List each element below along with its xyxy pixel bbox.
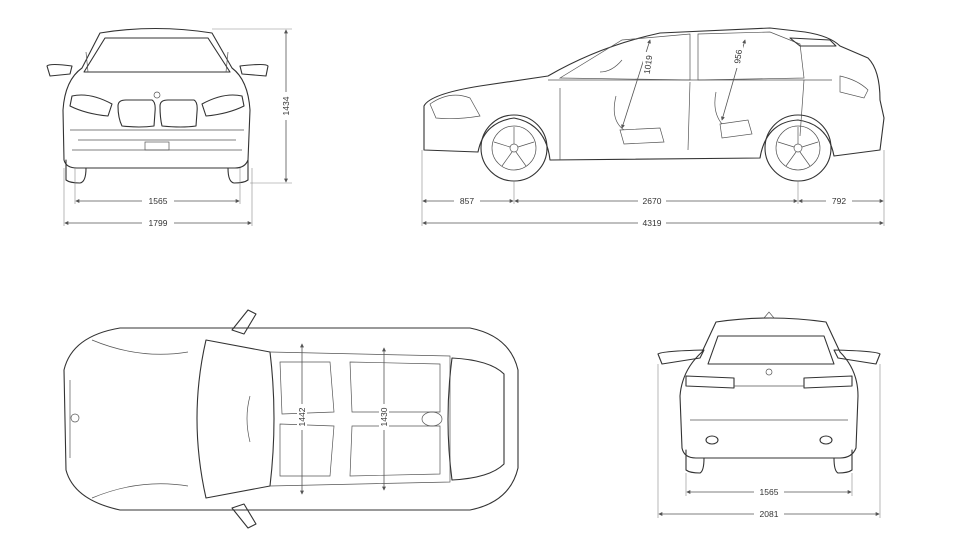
- rear-car-outline: [657, 311, 881, 474]
- right-headlight: [201, 94, 245, 117]
- left-mirror: [46, 63, 73, 77]
- side-view: 1019 956 857 2670 792 4319: [421, 27, 885, 228]
- top-right-mirror: [231, 503, 257, 529]
- overall-length-dimension: 4319: [643, 218, 662, 228]
- front-view: 1565 1799 1434: [46, 27, 292, 228]
- front-left-tire: [65, 159, 87, 184]
- front-headroom-dimension: 1019: [642, 54, 655, 74]
- rear-overhang-dimension: 792: [832, 196, 846, 206]
- rear-left-mirror: [657, 349, 705, 365]
- right-mirror: [239, 63, 269, 77]
- front-wheel: [480, 114, 548, 182]
- left-exhaust: [705, 435, 719, 445]
- front-height-dimension: 1434: [281, 96, 291, 115]
- side-car-outline: [423, 27, 885, 182]
- rear-right-taillight: [803, 375, 853, 389]
- left-headlight: [69, 94, 113, 117]
- rear-left-taillight: [685, 375, 735, 389]
- top-bmw-logo: [70, 413, 80, 423]
- front-shoulder-dimension: 1442: [297, 407, 307, 426]
- front-width-dimension: 1799: [149, 218, 168, 228]
- rear-view: 1565 2081: [657, 311, 881, 519]
- front-track-dimension: 1565: [149, 196, 168, 206]
- top-car-outline: [63, 309, 519, 529]
- front-overhang-dimension: 857: [460, 196, 474, 206]
- rear-track-dimension: 1565: [760, 487, 779, 497]
- rear-headroom-dimension: 956: [732, 49, 744, 65]
- rear-width-dimension: 2081: [760, 509, 779, 519]
- front-car-outline: [46, 27, 269, 184]
- rear-right-mirror: [833, 349, 881, 365]
- rear-wheel: [764, 114, 832, 182]
- wheelbase-dimension: 2670: [643, 196, 662, 206]
- right-exhaust: [819, 435, 833, 445]
- rear-bmw-logo: [765, 368, 773, 376]
- top-left-mirror: [231, 309, 257, 335]
- top-view: 1442 1430: [63, 309, 519, 529]
- front-right-tire: [227, 159, 249, 184]
- front-kidney-grille: [117, 99, 156, 128]
- rear-shoulder-dimension: 1430: [379, 407, 389, 426]
- front-bmw-logo: [153, 91, 161, 99]
